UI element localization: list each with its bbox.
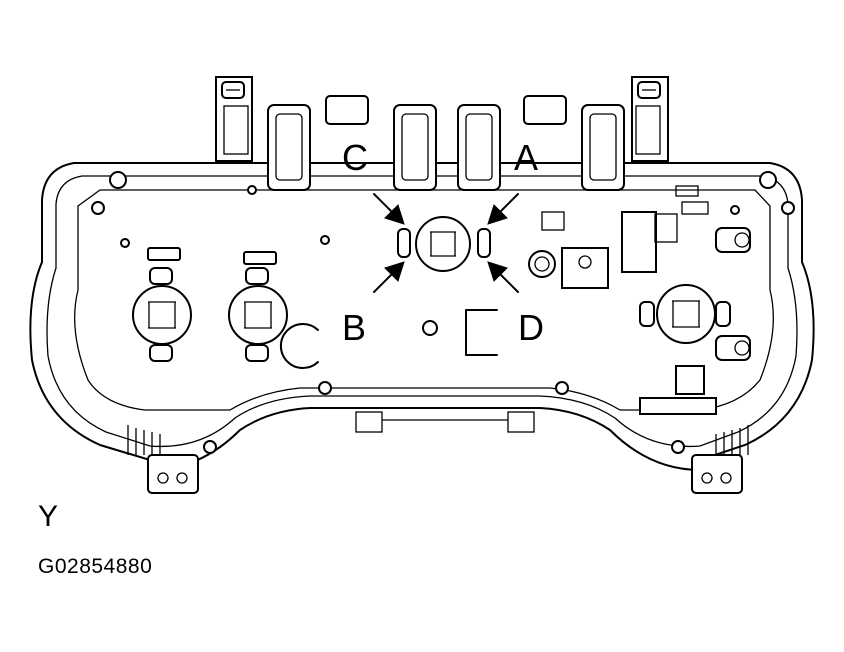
arrows (373, 193, 519, 293)
label-a: A (514, 137, 538, 178)
top-mount-tab-right (631, 76, 669, 162)
arrow-c (373, 193, 405, 225)
lower-bracket (127, 411, 749, 494)
arrow-d (487, 261, 519, 293)
arrow-b (373, 261, 405, 293)
view-label: Y (38, 500, 59, 533)
gauge-mount-right (561, 185, 751, 415)
gauge-mount-center (279, 211, 565, 369)
arrow-a (487, 193, 519, 225)
screws (91, 171, 795, 454)
label-b: B (342, 307, 366, 348)
top-mount-tab-left (215, 76, 253, 162)
top-connectors (267, 95, 625, 191)
label-c: C (342, 137, 368, 178)
housing-outline (29, 162, 815, 472)
gauge-mount-center-left (228, 251, 288, 362)
label-d: D (518, 307, 544, 348)
circuit-plate (74, 189, 774, 411)
gauge-mount-left (132, 247, 192, 362)
figure-code: G02854880 (38, 555, 153, 578)
housing-inner-rim (46, 175, 798, 448)
